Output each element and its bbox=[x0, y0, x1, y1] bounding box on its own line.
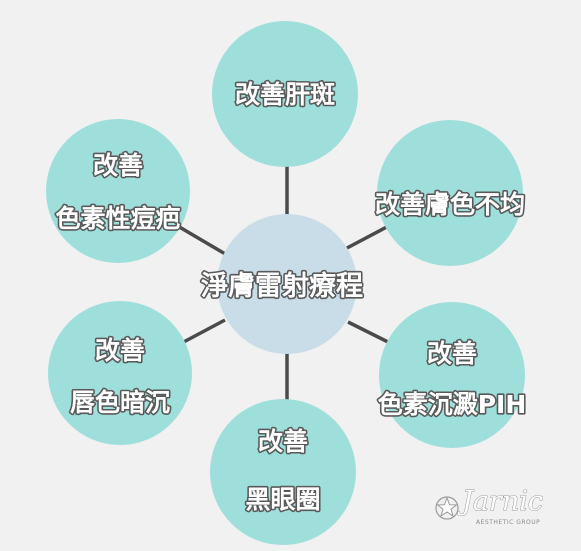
node-top-left-label-line2: 色素性痘疤 bbox=[55, 204, 180, 233]
node-bottom-label-line1: 改善 bbox=[258, 427, 308, 456]
node-left-bottom-circle bbox=[48, 301, 192, 445]
center-node: 淨膚雷射療程 bbox=[199, 214, 365, 354]
center-node-circle bbox=[217, 214, 357, 354]
connector-top-left bbox=[175, 223, 228, 257]
node-top-left: 改善 色素性痘疤 bbox=[46, 119, 190, 263]
node-right-bottom: 改善 色素沉澱PIH bbox=[376, 302, 528, 448]
node-right-bottom-label-line1: 改善 bbox=[427, 339, 477, 368]
connector-left-bottom bbox=[177, 318, 226, 347]
node-top-left-circle bbox=[46, 119, 190, 263]
node-bottom-label-line2: 黑眼圈 bbox=[245, 485, 320, 514]
node-left-bottom-label-line1: 改善 bbox=[95, 336, 145, 365]
node-right-bottom-label-line2: 色素沉澱PIH bbox=[378, 390, 527, 419]
center-node-label: 淨膚雷射療程 bbox=[201, 271, 363, 302]
node-right-top-label: 改善膚色不均 bbox=[375, 190, 525, 219]
node-top-label: 改善肝斑 bbox=[235, 80, 335, 109]
connector-lines bbox=[175, 160, 401, 400]
node-right-top: 改善膚色不均 bbox=[373, 120, 527, 266]
node-left-bottom-label-line2: 唇色暗沉 bbox=[70, 388, 170, 417]
star-icon bbox=[435, 496, 459, 520]
node-right-bottom-circle bbox=[379, 302, 525, 448]
logo-subtitle: AESTHETIC GROUP bbox=[476, 519, 540, 526]
node-right-top-circle bbox=[377, 120, 523, 266]
node-top-left-label-line1: 改善 bbox=[93, 151, 143, 180]
logo-wordmark: Jarnic bbox=[457, 486, 543, 517]
node-bottom: 改善 黑眼圈 bbox=[210, 399, 356, 545]
node-bottom-circle bbox=[210, 399, 356, 545]
node-left-bottom: 改善 唇色暗沉 bbox=[48, 301, 192, 445]
node-top: 改善肝斑 bbox=[212, 21, 358, 167]
brand-logo: Jarnic AESTHETIC GROUP bbox=[435, 486, 543, 526]
node-top-circle bbox=[212, 21, 358, 167]
